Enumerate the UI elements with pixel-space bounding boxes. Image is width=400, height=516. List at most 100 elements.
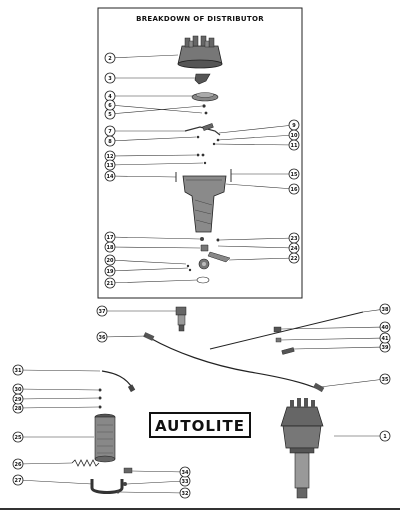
autolite-badge bbox=[149, 412, 251, 438]
screw-part bbox=[202, 104, 206, 108]
callout-leader-11 bbox=[213, 143, 295, 146]
callout-circle-36 bbox=[96, 331, 108, 343]
callout-number-15: 15 bbox=[291, 172, 298, 178]
callout-leader-31 bbox=[17, 369, 101, 372]
callout-circle-8 bbox=[104, 135, 116, 147]
callout-circle-16 bbox=[288, 183, 300, 195]
callout-number-39: 39 bbox=[382, 345, 389, 351]
callout-leader-13 bbox=[109, 162, 204, 166]
callout-number-18: 18 bbox=[107, 245, 114, 251]
callout-number-37: 37 bbox=[99, 309, 106, 315]
callout-circle-26 bbox=[12, 458, 24, 470]
callout-leader-34 bbox=[131, 470, 186, 473]
wire-end-right bbox=[313, 382, 325, 393]
callout-circle-15 bbox=[288, 168, 300, 180]
callout-leader-30 bbox=[17, 388, 99, 391]
callout-leader-19 bbox=[109, 267, 189, 272]
callout-number-21: 21 bbox=[107, 281, 114, 287]
callout-leader-2 bbox=[109, 54, 179, 59]
callout-number-8: 8 bbox=[108, 139, 112, 145]
callout-circle-19 bbox=[104, 265, 116, 277]
callout-number-2: 2 bbox=[108, 56, 112, 62]
ignition-coil-part bbox=[94, 413, 116, 463]
callout-circle-1 bbox=[379, 430, 391, 442]
callout-number-36: 36 bbox=[99, 335, 106, 341]
callout-circle-25 bbox=[12, 431, 24, 443]
callout-circle-35 bbox=[379, 373, 391, 385]
callout-leader-41 bbox=[280, 337, 386, 341]
callout-leader-23 bbox=[219, 237, 295, 241]
callout-number-14: 14 bbox=[107, 174, 114, 180]
callout-number-20: 20 bbox=[107, 258, 114, 264]
callout-number-40: 40 bbox=[382, 325, 389, 331]
callout-leader-10 bbox=[217, 134, 295, 141]
callout-leader-26 bbox=[17, 462, 73, 465]
distributor-housing-part bbox=[175, 169, 232, 233]
callout-leaders bbox=[17, 54, 386, 494]
callout-leader-39 bbox=[293, 346, 386, 350]
callout-circle-37 bbox=[96, 305, 108, 317]
callout-leader-20 bbox=[109, 259, 187, 265]
callout-leader-36 bbox=[101, 335, 147, 338]
callout-number-35: 35 bbox=[382, 377, 389, 383]
callout-number-38: 38 bbox=[382, 307, 389, 313]
callout-number-31: 31 bbox=[15, 368, 22, 374]
long-rod bbox=[209, 311, 364, 350]
callout-number-24: 24 bbox=[291, 246, 298, 252]
coil-spring bbox=[71, 459, 100, 467]
callout-number-28: 28 bbox=[15, 406, 22, 412]
callout-leader-6 bbox=[109, 104, 203, 114]
callout-circle-30 bbox=[12, 383, 24, 395]
small-hardware-part bbox=[196, 153, 207, 165]
callout-number-33: 33 bbox=[182, 479, 189, 485]
callout-circle-3 bbox=[104, 72, 116, 84]
small-screws-group bbox=[273, 326, 295, 355]
washer-part bbox=[204, 111, 208, 115]
callout-leader-35 bbox=[319, 378, 386, 388]
callout-circle-38 bbox=[379, 303, 391, 315]
secondary-wire bbox=[149, 337, 319, 390]
callout-number-17: 17 bbox=[107, 235, 114, 241]
callout-leader-24 bbox=[217, 245, 295, 249]
callout-leader-40 bbox=[280, 326, 386, 330]
spark-plug-part bbox=[175, 306, 187, 332]
callout-number-30: 30 bbox=[15, 387, 22, 393]
breakdown-frame bbox=[97, 7, 303, 299]
callout-number-6: 6 bbox=[108, 103, 112, 109]
callout-circle-13 bbox=[104, 159, 116, 171]
wire-end-left bbox=[143, 332, 155, 341]
callout-leader-14 bbox=[109, 175, 177, 178]
callout-number-7: 7 bbox=[108, 129, 112, 135]
callout-leader-18 bbox=[109, 246, 201, 249]
callout-number-3: 3 bbox=[108, 76, 112, 82]
callout-leader-29 bbox=[17, 397, 99, 400]
callout-number-16: 16 bbox=[291, 187, 298, 193]
callout-number-11: 11 bbox=[291, 143, 298, 149]
callout-number-25: 25 bbox=[15, 435, 22, 441]
callout-circle-41 bbox=[379, 332, 391, 344]
callout-leader-27 bbox=[17, 479, 93, 485]
callout-number-32: 32 bbox=[182, 491, 189, 497]
callout-leader-22 bbox=[228, 257, 295, 261]
callout-circle-24 bbox=[288, 242, 300, 254]
callout-circle-34 bbox=[179, 466, 191, 478]
autolite-brand-label: AUTOLITE bbox=[155, 417, 245, 435]
callout-number-9: 9 bbox=[292, 123, 296, 129]
callout-circle-40 bbox=[379, 321, 391, 333]
callout-number-26: 26 bbox=[15, 462, 22, 468]
callout-leader-32 bbox=[118, 491, 186, 494]
callout-number-29: 29 bbox=[15, 397, 22, 403]
callout-circle-21 bbox=[104, 277, 116, 289]
callout-number-5: 5 bbox=[108, 112, 112, 118]
callout-number-10: 10 bbox=[291, 133, 298, 139]
callout-number-1: 1 bbox=[383, 434, 387, 440]
primary-wire-end bbox=[127, 384, 136, 393]
callout-circle-11 bbox=[288, 139, 300, 151]
callout-leader-9 bbox=[218, 124, 295, 134]
rotor-part bbox=[194, 73, 211, 85]
callout-circle-6 bbox=[104, 99, 116, 111]
callout-circle-14 bbox=[104, 170, 116, 182]
callout-number-22: 22 bbox=[291, 256, 298, 262]
